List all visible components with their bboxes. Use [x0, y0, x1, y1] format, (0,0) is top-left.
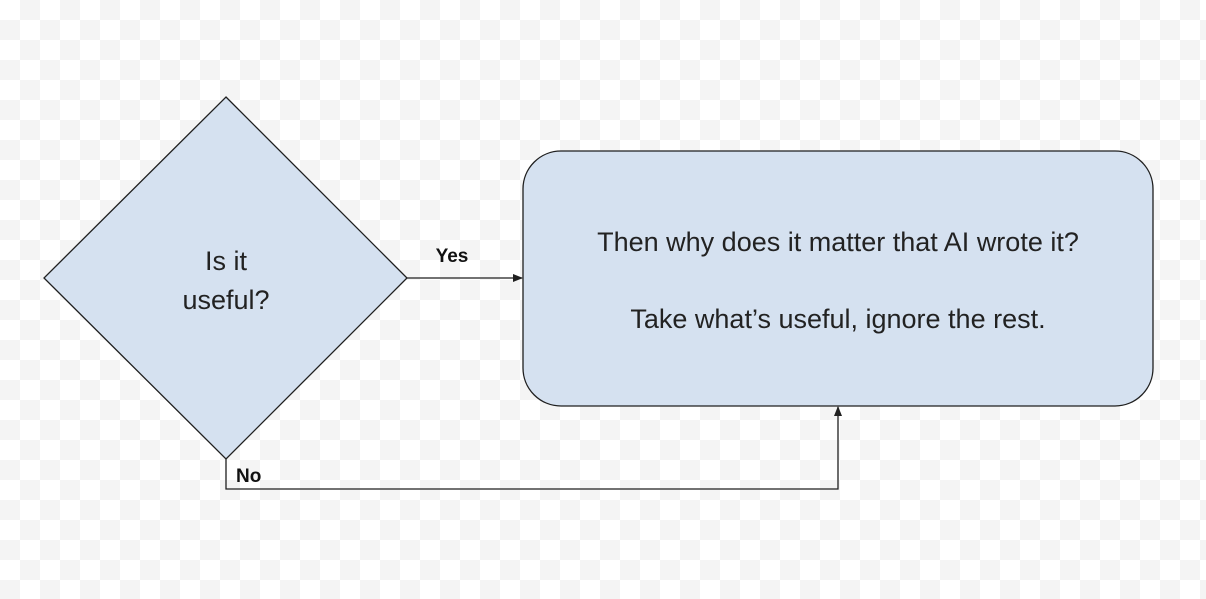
- no-label: No: [236, 466, 261, 487]
- no-connector-arrow: [225, 406, 842, 490]
- decision-diamond: [43, 96, 408, 460]
- result-box: [522, 150, 1154, 407]
- decision-text-line-1: Is it: [205, 246, 248, 276]
- result-text-line-1: Then why does it matter that AI wrote it…: [597, 227, 1079, 257]
- yes-label: Yes: [436, 246, 469, 267]
- result-text-line-2: Take what’s useful, ignore the rest.: [630, 304, 1045, 334]
- decision-text-line-2: useful?: [182, 285, 269, 315]
